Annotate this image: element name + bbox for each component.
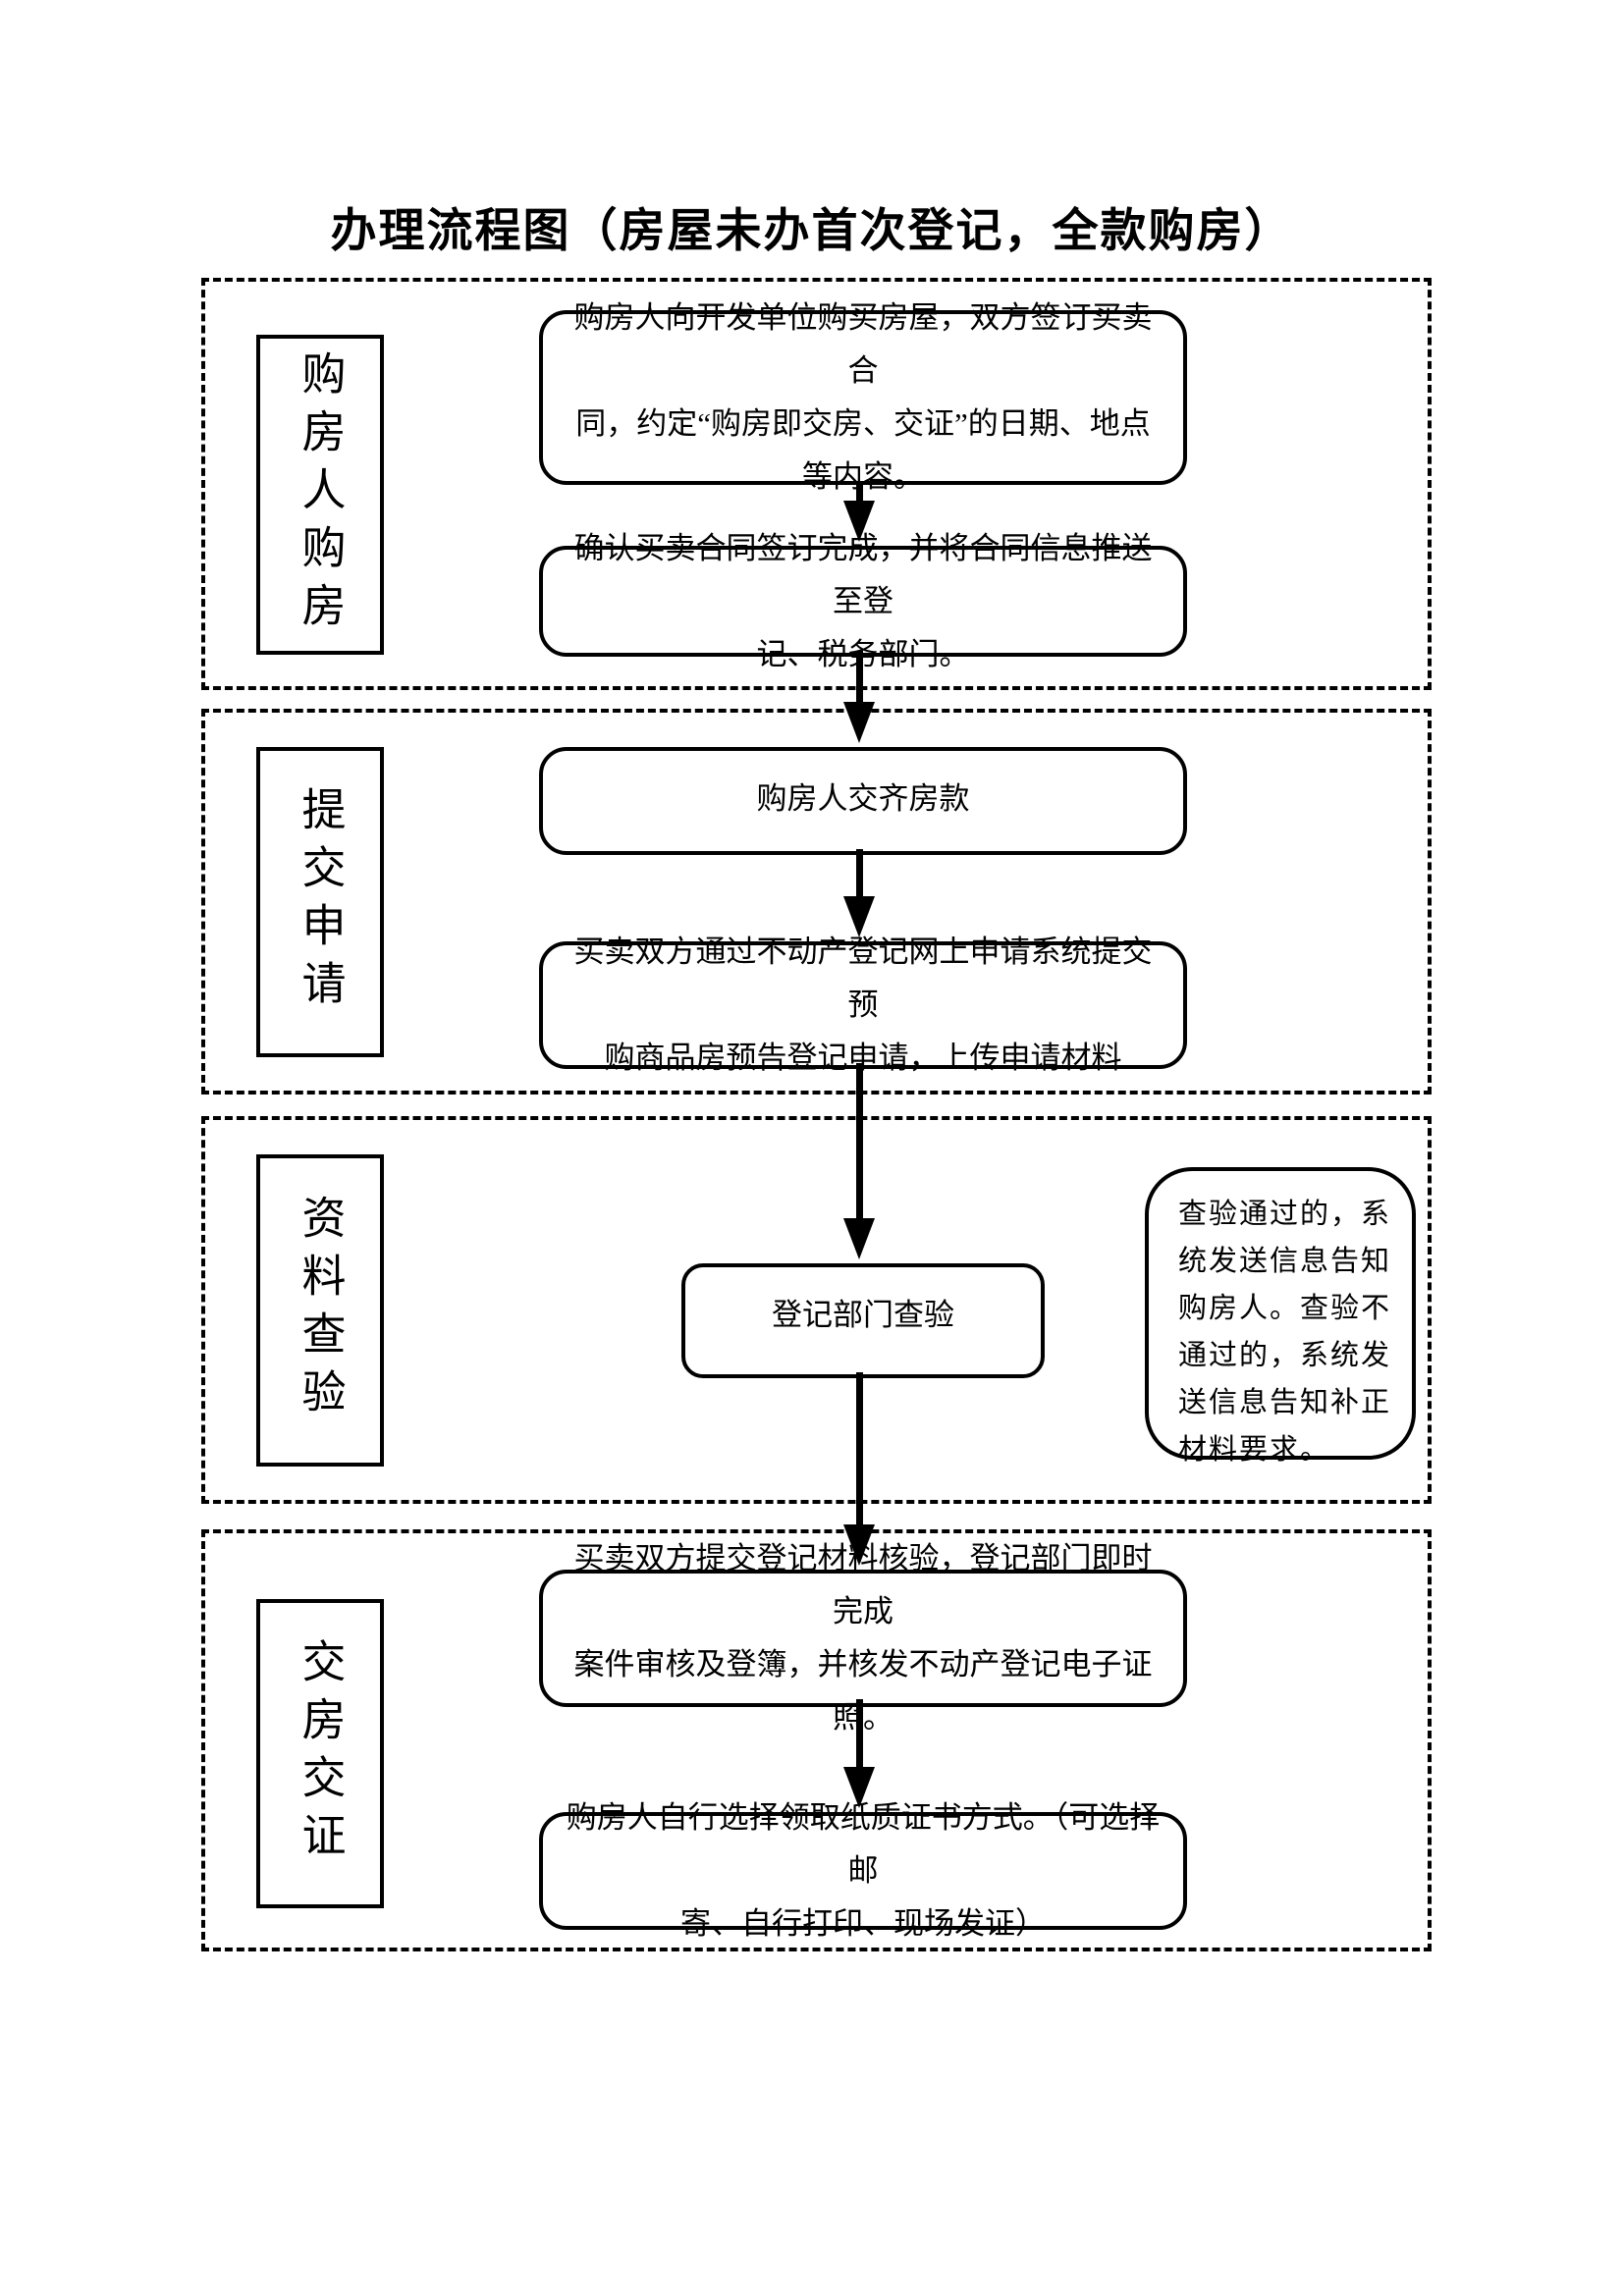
arrow-shaft (856, 849, 863, 908)
arrow-shaft (856, 1063, 863, 1230)
page-title: 办理流程图（房屋未办首次登记，全款购房） (330, 206, 1293, 257)
arrow-shaft (856, 1699, 863, 1779)
arrow-shaft (856, 651, 863, 714)
flow-box-pay-full-amount: 购房人交齐房款 (539, 747, 1187, 855)
arrow-head-icon (843, 501, 875, 542)
arrow-head-icon (843, 1524, 875, 1566)
arrow-head-icon (843, 1767, 875, 1808)
arrow-head-icon (843, 702, 875, 743)
section-submit-application: 提交申请 购房人交齐房款 买卖双方通过不动产登记网上申请系统提交预 购商品房预告… (201, 709, 1432, 1095)
flow-box-confirm-contract: 确认买卖合同签订完成，并将合同信息推送至登 记、税务部门。 (539, 531, 1187, 671)
verification-result-note: 查验通过的，系 统发送信息告知 购房人。查验不 通过的，系统发 送信息告知补正 … (1145, 1167, 1416, 1466)
flow-box-sign-contract: 购房人向开发单位购买房屋，双方签订买卖合 同，约定“购房即交房、交证”的日期、地… (539, 300, 1187, 494)
flow-box-registration-check: 登记部门查验 (681, 1263, 1045, 1378)
section-material-verification: 资料查验 登记部门查验 查验通过的，系 统发送信息告知 购房人。查验不 通过的，… (201, 1116, 1432, 1504)
section-delivery-certificate: 交房交证 买卖双方提交登记材料核验，登记部门即时完成 案件审核及登簿，并核发不动… (201, 1529, 1432, 1951)
arrow-shaft (856, 1372, 863, 1536)
arrow-head-icon (843, 896, 875, 937)
flow-box-online-application: 买卖双方通过不动产登记网上申请系统提交预 购商品房预告登记申请，上传申请材料 (539, 934, 1187, 1075)
flow-box-review-and-issue-elicense: 买卖双方提交登记材料核验，登记部门即时完成 案件审核及登簿，并核发不动产登记电子… (539, 1541, 1187, 1735)
section-label-material-verification: 资料查验 (256, 1154, 384, 1467)
section-buyer-purchase: 购房人购房 购房人向开发单位购买房屋，双方签订买卖合 同，约定“购房即交房、交证… (201, 278, 1432, 690)
section-label-buyer-purchase: 购房人购房 (256, 335, 384, 655)
section-label-delivery-certificate: 交房交证 (256, 1599, 384, 1908)
flow-box-choose-paper-certificate: 购房人自行选择领取纸质证书方式。（可选择邮 寄、自行打印、现场发证） (539, 1800, 1187, 1941)
arrow-shaft (856, 481, 863, 512)
arrow-head-icon (843, 1218, 875, 1259)
section-label-submit-application: 提交申请 (256, 747, 384, 1057)
